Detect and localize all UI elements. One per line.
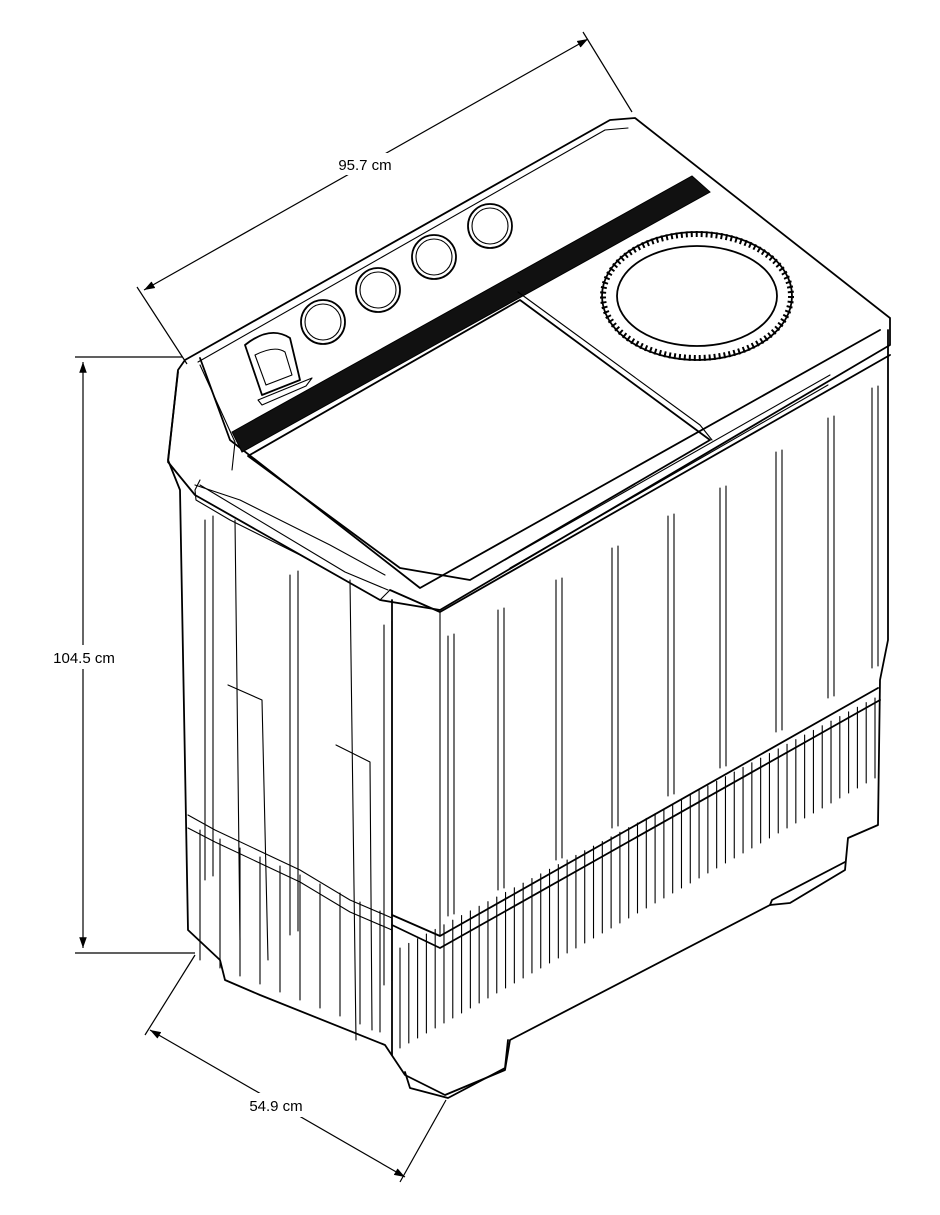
depth-label: 54.9 cm bbox=[249, 1098, 302, 1115]
detergent-dispenser-icon bbox=[244, 331, 313, 406]
rotary-knob-icon bbox=[467, 203, 513, 249]
top-panel bbox=[167, 117, 891, 611]
front-panel-ribs bbox=[447, 385, 879, 917]
rotary-knob-icon bbox=[355, 267, 401, 313]
feet bbox=[404, 861, 846, 1099]
side-panel-ribs bbox=[204, 515, 393, 986]
rotary-knob-icon bbox=[411, 234, 457, 280]
width-label: 95.7 cm bbox=[338, 157, 391, 174]
machine-body bbox=[167, 329, 891, 1096]
rotary-knob-icon bbox=[300, 299, 346, 345]
width-dimension: 95.7 cm bbox=[136, 31, 633, 365]
spin-lid-icon bbox=[600, 231, 794, 361]
panel-stripe bbox=[231, 175, 711, 453]
height-label: 104.5 cm bbox=[53, 650, 115, 667]
depth-dimension: 54.9 cm bbox=[144, 954, 447, 1183]
height-dimension: 104.5 cm bbox=[40, 356, 195, 954]
base-ribs bbox=[199, 697, 876, 1049]
